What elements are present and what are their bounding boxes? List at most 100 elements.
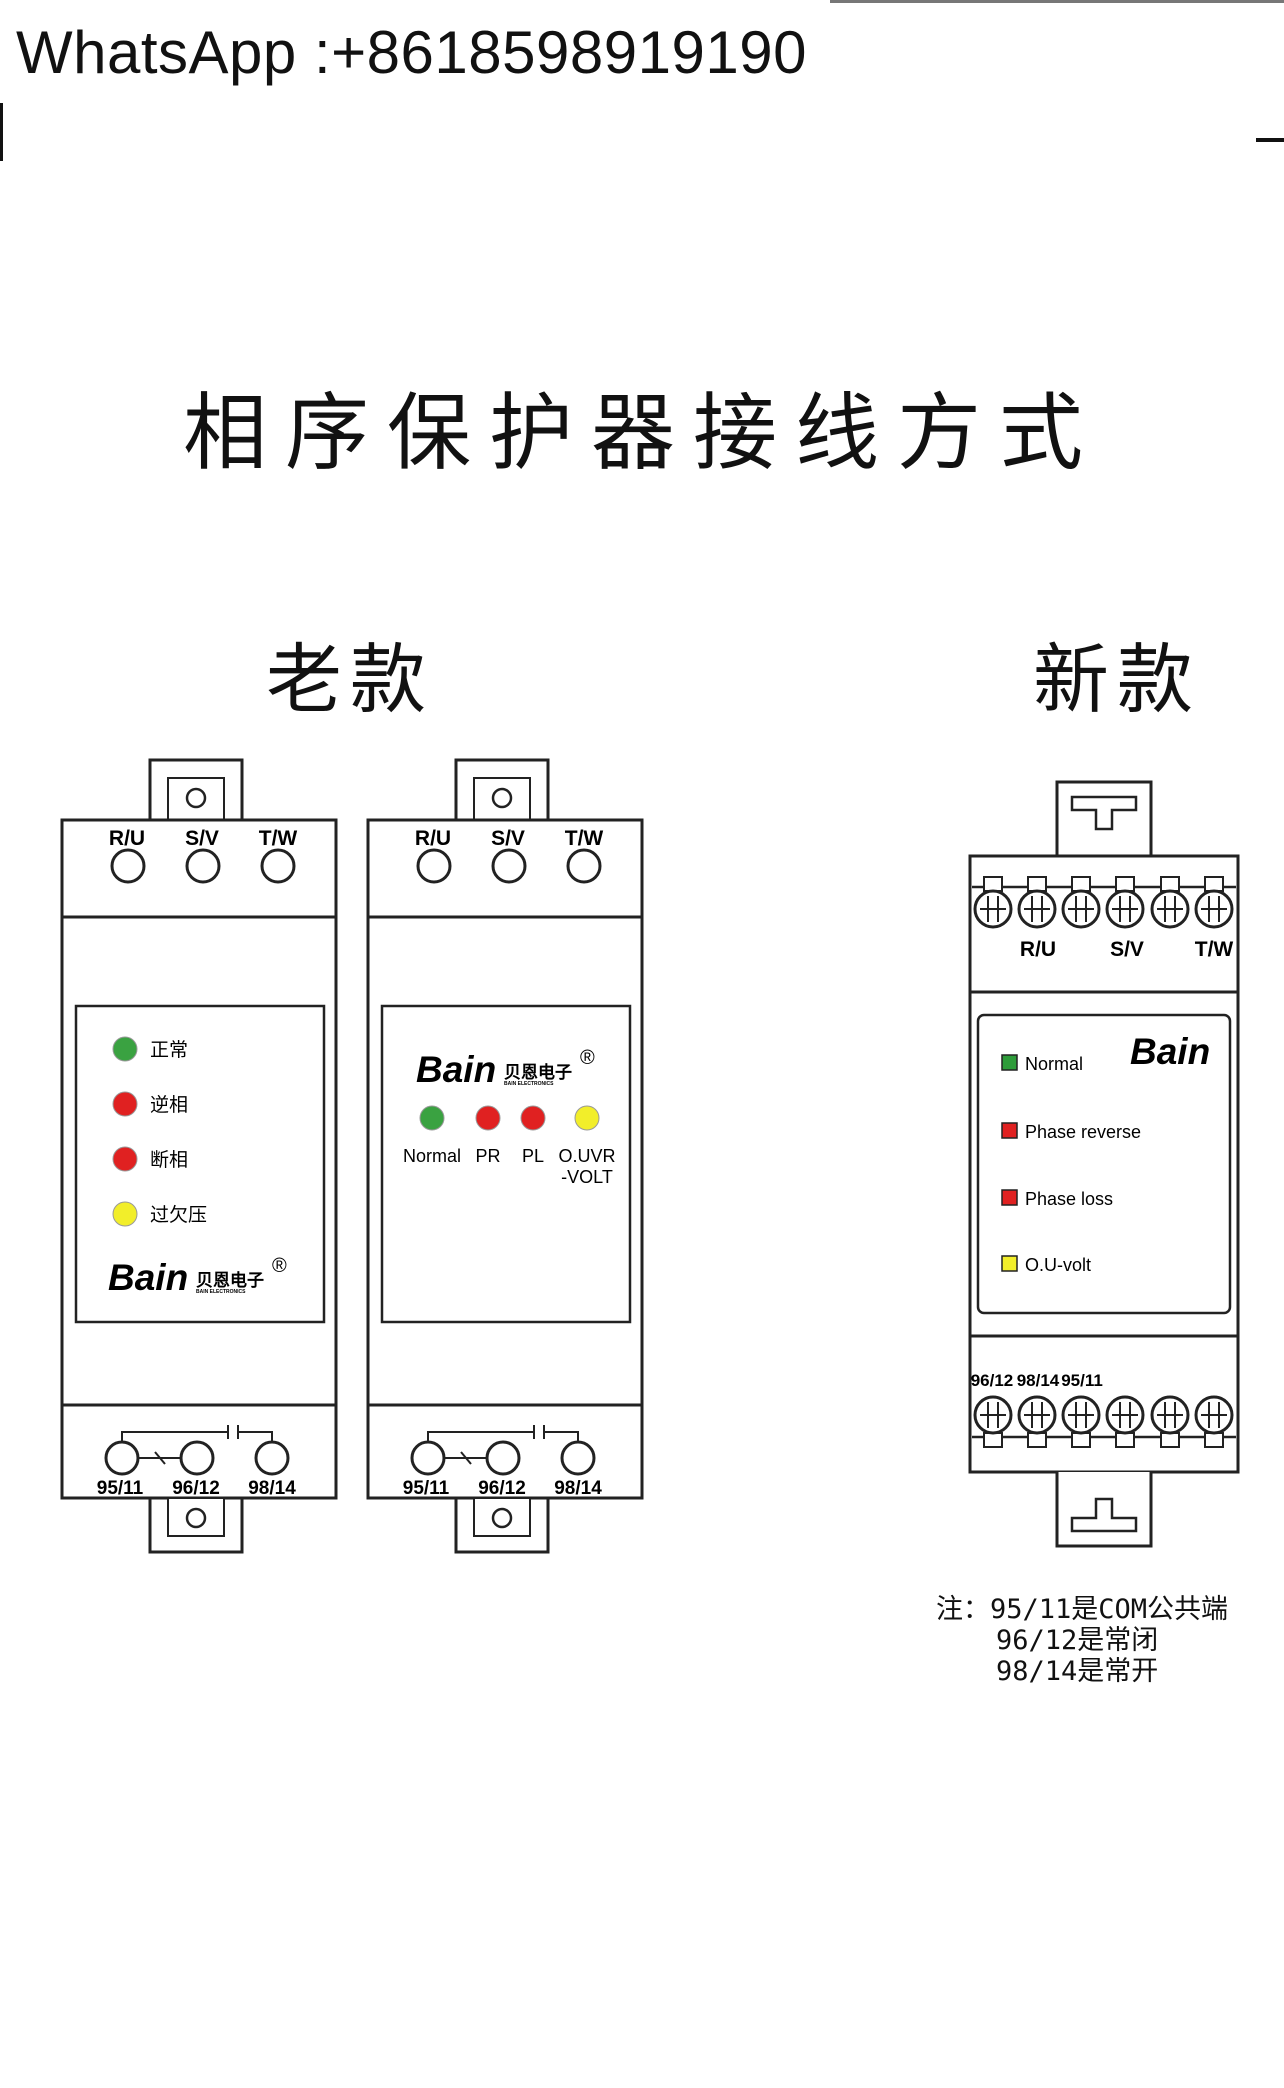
indicator-led [475,1105,501,1131]
terminal-label: 98/14 [248,1478,296,1499]
indicator-led [112,1146,138,1172]
brand-en: BAIN ELECTRONICS [504,1081,554,1087]
terminal-screw [416,848,452,884]
indicator-label: O.UVR [558,1146,615,1166]
terminal-label: R/U [415,827,451,850]
indicator-label: Phase reverse [1025,1122,1141,1142]
terminal-label: R/U [109,827,145,850]
indicator-label: Normal [403,1146,461,1166]
indicator-label: 正常 [150,1039,188,1061]
brand-logo: Bain [108,1257,188,1298]
indicator-label: PL [522,1146,544,1166]
terminal-screw [410,1440,446,1476]
clamp-tab [1204,1432,1224,1448]
terminal-label: T/W [259,827,298,850]
brand-cn: 贝恩电子 [504,1062,572,1082]
top-terminal-strip [972,876,1236,929]
terminal-label: T/W [565,827,604,850]
clamp-tab [1204,876,1224,892]
terminal-label: 96/12 [971,1371,1014,1390]
face-panel [976,1013,1232,1315]
no-contact-line [544,1431,579,1442]
indicator-led [520,1105,546,1131]
face-panel [380,1004,632,1324]
indicator-led [112,1036,138,1062]
clip-hole [491,787,513,809]
brand-logo: Bain [1130,1031,1210,1072]
clamp-tab [1115,876,1135,892]
terminal-screw [491,848,527,884]
clamp-tab [1115,1432,1135,1448]
registered-mark: ® [580,1047,595,1069]
terminal-screw [185,848,221,884]
indicator-led [1001,1189,1018,1206]
indicator-led [112,1201,138,1227]
terminal-screw [566,848,602,884]
terminal-label: R/U [1020,938,1056,961]
terminal-label: 96/12 [478,1478,526,1499]
clip-hole [185,1507,207,1529]
wiring-note-line1: 注：95/11是COM公共端 [936,1594,1229,1625]
nc-contact-slash [460,1451,472,1465]
terminal-label: 95/11 [403,1478,450,1499]
clamp-tab [1071,1432,1091,1448]
terminal-label: 95/11 [97,1478,144,1499]
right-edge-mark [1256,138,1284,142]
bottom-terminal-strip [972,1395,1236,1448]
indicator-label: Normal [1025,1054,1083,1074]
no-contact-line [121,1431,228,1442]
indicator-led [574,1105,600,1131]
indicator-label: 逆相 [150,1094,188,1116]
old-device-english: R/U S/V T/W Bain 贝恩电子 BAIN ELECTRONICS ®… [366,758,644,1554]
clamp-tab [1027,876,1047,892]
indicator-led [419,1105,445,1131]
terminal-screw [104,1440,140,1476]
terminal-label: T/W [1195,938,1234,961]
indicator-label: -VOLT [561,1167,613,1187]
terminal-screw [254,1440,290,1476]
terminal-screw [179,1440,215,1476]
wiring-note-line2: 96/12是常闭 [996,1625,1159,1656]
clip-hole [185,787,207,809]
terminal-label: S/V [491,827,525,850]
top-rule [830,0,1284,3]
top-clip-slot [1070,795,1138,831]
bottom-clip-slot [1070,1497,1138,1533]
clamp-tab [1160,1432,1180,1448]
nc-contact-slash [154,1451,166,1465]
terminal-screw [260,848,296,884]
wiring-note-line3: 98/14是常开 [996,1656,1159,1687]
indicator-led [1001,1122,1018,1139]
indicator-label: Phase loss [1025,1189,1113,1209]
clamp-tab [983,1432,1003,1448]
indicator-label: 过欠压 [150,1204,207,1226]
no-contact-line [238,1431,273,1442]
terminal-label: S/V [185,827,219,850]
terminal-label: S/V [1110,938,1144,961]
brand-cn: 贝恩电子 [196,1270,264,1290]
clip-hole [491,1507,513,1529]
indicator-label: PR [475,1146,500,1166]
new-model-label: 新款 [1033,635,1201,724]
terminal-label: 95/11 [1061,1371,1103,1390]
terminal-screw [485,1440,521,1476]
clamp-tab [983,876,1003,892]
indicator-label: 断相 [150,1149,188,1171]
page-title: 相序保护器接线方式 [182,384,1101,482]
terminal-label: 96/12 [172,1478,220,1499]
indicator-label: O.U-volt [1025,1255,1091,1275]
whatsapp-contact: WhatsApp :+8618598919190 [16,19,807,86]
registered-mark: ® [272,1255,287,1277]
clamp-tab [1160,876,1180,892]
led-row: Normal PR PL O.UVR-VOLT [403,1105,616,1187]
no-contact-line [427,1431,534,1442]
terminal-label: 98/14 [1017,1371,1060,1390]
terminal-screw [560,1440,596,1476]
terminal-label: 98/14 [554,1478,602,1499]
indicator-led [112,1091,138,1117]
indicator-led [1001,1054,1018,1071]
